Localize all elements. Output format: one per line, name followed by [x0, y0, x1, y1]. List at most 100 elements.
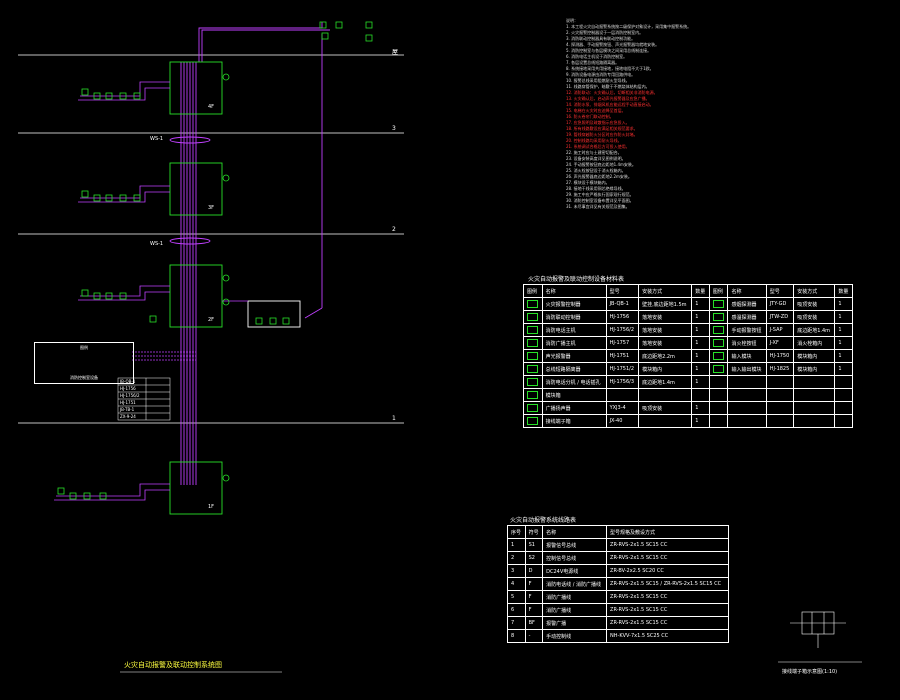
table-cell: 输入输出模块: [727, 362, 767, 376]
note-line: 12. 消防联动：火灾确认后，切断相关非消防电源。: [566, 90, 658, 95]
design-notes: 说明： 1. 本工程火灾自动报警系统按二级保护对象设计，采用集中报警系统。2. …: [566, 18, 816, 210]
equipment-item: HJ-1751: [120, 400, 136, 405]
table-cell: -: [524, 629, 544, 643]
table-cell: 4: [507, 577, 526, 591]
table-cell: 1: [834, 297, 853, 311]
table-cell: 1: [691, 310, 710, 324]
table-cell: S1: [524, 538, 544, 552]
table-cell: 1: [691, 362, 710, 376]
device-symbol-icon: [527, 313, 538, 321]
table-cell: [727, 414, 767, 428]
table-cell: [793, 414, 836, 428]
table-cell: 1: [691, 297, 710, 311]
table-cell: [765, 414, 795, 428]
table-header-row: 图例名称型号安装方式数量图例名称型号安装方式数量: [523, 284, 853, 298]
table-row: 模块箱: [523, 388, 853, 402]
table-cell: NH-KVV-7x1.5 SC25 CC: [606, 629, 729, 643]
table-cell: JTW-ZD: [765, 310, 795, 324]
note-line: 25. 消火栓按钮设于消火栓箱内。: [566, 168, 626, 173]
control-room-legend: 图例 消防控制室设备: [34, 342, 134, 384]
device-symbol-icon: [527, 417, 538, 425]
table-header-cell: 名称: [727, 284, 767, 298]
device-symbol-icon: [527, 326, 538, 334]
device-symbol-icon: [712, 339, 724, 347]
table-cell: 7: [507, 616, 526, 630]
table-cell: [708, 310, 729, 324]
table-cell: HJ-1825: [765, 362, 795, 376]
floor-lines: [18, 54, 404, 424]
table-cell: 控制信号总线: [542, 551, 608, 565]
table-cell: [793, 388, 836, 402]
table-cell: 1: [691, 323, 710, 337]
table-cell: HJ-1757: [605, 336, 640, 350]
table-cell: [708, 336, 729, 350]
table-cell: HJ-1756/3: [605, 375, 640, 389]
table-cell: [834, 401, 853, 415]
table-cell: 感烟探测器: [727, 297, 767, 311]
table-header-cell: 安装方式: [638, 284, 693, 298]
table-cell: 手动控制线: [542, 629, 608, 643]
device-symbol-icon: [527, 378, 538, 386]
floor-label-roof: 屋: [392, 49, 399, 56]
terminal-box: [247, 300, 301, 328]
table-cell: 广播扬声器: [541, 401, 607, 415]
table-cell: ZR-RVS-2x1.5 SC15 CC: [606, 538, 729, 552]
table-cell: [523, 310, 543, 324]
note-line: 19. 管线穿越防火分区时应作防火封堵。: [566, 132, 638, 137]
table-cell: S2: [524, 551, 544, 565]
table-cell: ZR-RVS-2x1.5 SC15 CC: [606, 616, 729, 630]
table-header-cell: 名称: [541, 284, 607, 298]
table-header-row: 序号符号名称型号规格及敷设方式: [507, 525, 729, 539]
table-header-cell: 安装方式: [793, 284, 836, 298]
table-cell: [834, 414, 853, 428]
table-cell: [708, 362, 729, 376]
table-cell: JB-QB-1: [605, 297, 640, 311]
module-label-3f: 3F: [208, 205, 215, 211]
table-cell: 消防电话线 / 消防广播线: [542, 577, 608, 591]
table2-title: 火灾自动报警系统线路表: [510, 517, 577, 524]
note-line: 20. 控制线路均采用耐火导线。: [566, 138, 622, 143]
device-symbol-icon: [527, 391, 538, 399]
note-line: 31. 未尽事宜详见有关规范及图集。: [566, 204, 630, 209]
table-cell: [834, 375, 853, 389]
riser-tag-1: WS-1: [150, 136, 164, 142]
drawing-title: 火灾自动报警及联动控制系统图: [124, 661, 222, 669]
table-cell: BF: [524, 616, 544, 630]
table-cell: [708, 349, 729, 363]
note-line: 9. 消防设备电源由消防专用回路供电。: [566, 72, 636, 77]
table-cell: HJ-1756/2: [605, 323, 640, 337]
riser-tag-2: WS-1: [150, 241, 164, 247]
table-cell: 落地安装: [638, 310, 693, 324]
table-header-cell: 数量: [834, 284, 853, 298]
note-line: 29. 施工中应严格执行国家现行规范。: [566, 192, 634, 197]
table-cell: 消防广播主机: [541, 336, 607, 350]
table-cell: 壁挂,底边距地1.5m: [638, 297, 693, 311]
table-cell: [523, 349, 543, 363]
note-line: 5. 消防控制室与各层模块之间采用总线制连接。: [566, 48, 652, 53]
table-cell: 报警信号总线: [542, 538, 608, 552]
note-line: 21. 系统调试合格后方可投入使用。: [566, 144, 630, 149]
table-header-cell: 型号规格及敷设方式: [606, 525, 729, 539]
table-cell: [523, 362, 543, 376]
module-box-2f: [169, 264, 223, 328]
table-cell: [765, 375, 795, 389]
table-cell: 8: [507, 629, 526, 643]
table-cell: [638, 414, 693, 428]
table-cell: 报警广播: [542, 616, 608, 630]
table-cell: 1: [834, 362, 853, 376]
table-cell: YXJ3-4: [605, 401, 640, 415]
note-line: 17. 应急照明及疏散指示应急投入。: [566, 120, 630, 125]
table-cell: [765, 388, 795, 402]
equipment-item: JB-QB-1: [120, 379, 136, 384]
table-cell: 总线短路隔离器: [541, 362, 607, 376]
note-line: 4. 探测器、手动报警按钮、声光报警器均就地安装。: [566, 42, 660, 47]
